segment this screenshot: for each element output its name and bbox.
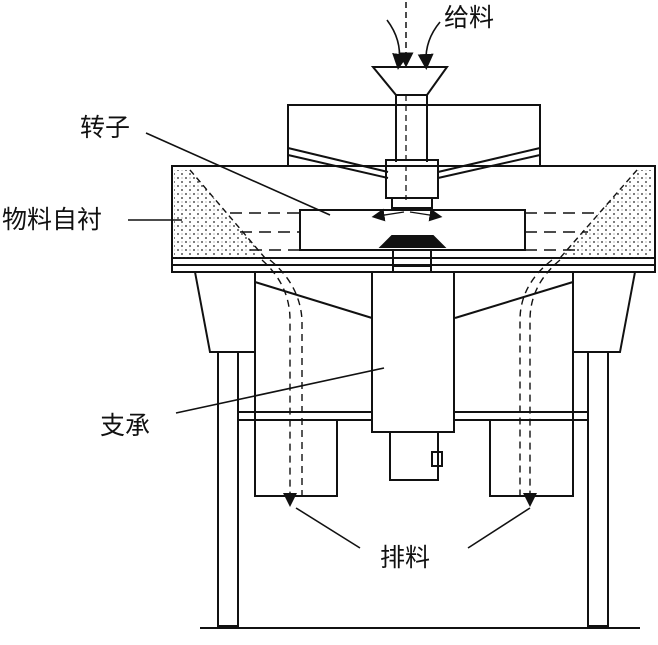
lining-label: 物料自衬	[2, 205, 102, 234]
leader-lines	[128, 132, 531, 549]
top-cover	[287, 104, 541, 179]
discharge-chute-right	[489, 352, 574, 497]
discharge-chute-left	[254, 352, 338, 497]
feed-hopper	[370, 66, 449, 200]
material-lining-right	[559, 169, 653, 259]
rotor-label: 转子	[80, 113, 130, 142]
feed-arrows	[386, 2, 441, 70]
discharge-flow-left	[261, 259, 303, 507]
bearing-leader	[175, 367, 385, 414]
material-level-lines	[230, 212, 600, 251]
feed-label: 给料	[444, 3, 494, 32]
rotor	[299, 208, 526, 267]
support-frame	[200, 351, 640, 629]
bearing-label: 支承	[100, 411, 150, 440]
feed-tube	[385, 159, 439, 209]
rotor-leader	[145, 132, 331, 216]
discharge-flow-right	[519, 259, 561, 507]
bearing-housing	[371, 266, 455, 481]
lower-hopper	[194, 271, 636, 353]
material-lining-left	[174, 169, 266, 259]
discharge-leader-right	[467, 507, 531, 549]
discharge-label: 排料	[380, 543, 430, 572]
discharge-leader-left	[295, 507, 361, 549]
